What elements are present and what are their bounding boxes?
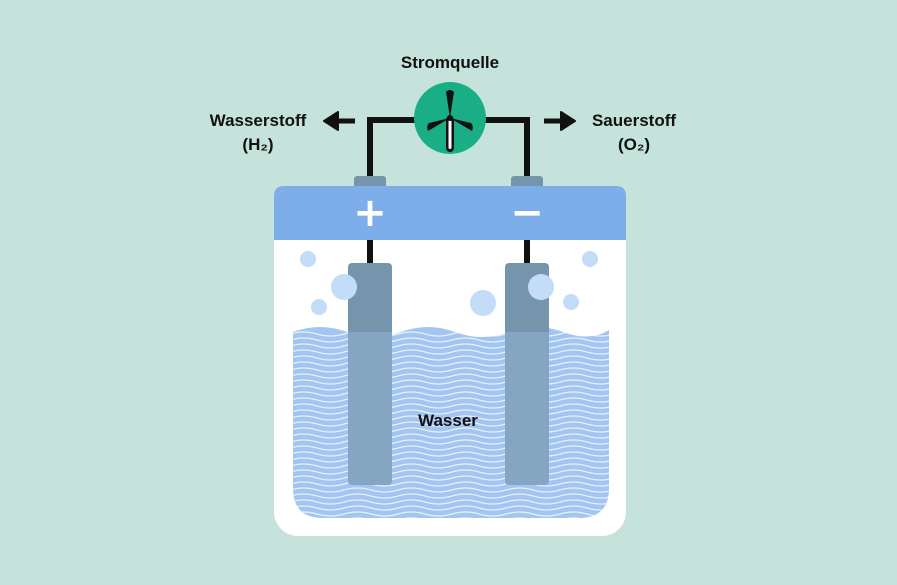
water-wave-line bbox=[293, 391, 609, 397]
oxygen-formula: (O₂) bbox=[618, 135, 650, 154]
water-wave-line bbox=[293, 397, 609, 403]
power-source-label: Stromquelle bbox=[401, 53, 499, 72]
water-wave-line bbox=[293, 463, 609, 469]
water-wave-line bbox=[293, 439, 609, 445]
bubble bbox=[563, 294, 579, 310]
water-wave-line bbox=[293, 361, 609, 367]
bubble bbox=[528, 274, 554, 300]
bubble bbox=[311, 299, 327, 315]
water-wave-line bbox=[293, 385, 609, 391]
water-wave-line bbox=[293, 457, 609, 463]
hydrogen-arrow-icon bbox=[323, 111, 355, 131]
water-wave-line bbox=[293, 415, 609, 421]
left-electrode-submerged bbox=[348, 332, 392, 485]
water-wave-line bbox=[293, 379, 609, 385]
water-wave-line bbox=[293, 355, 609, 361]
water-wave-line bbox=[293, 373, 609, 379]
bubble bbox=[300, 251, 316, 267]
water-wave-line bbox=[293, 505, 609, 511]
water-wave-line bbox=[293, 331, 609, 337]
bubble bbox=[331, 274, 357, 300]
wires bbox=[367, 117, 530, 265]
hydrogen-formula: (H₂) bbox=[242, 135, 273, 154]
water-wave-line bbox=[293, 493, 609, 499]
right-electrode-sign: − bbox=[510, 190, 544, 236]
oxygen-arrow-icon bbox=[544, 111, 576, 131]
water-wave-line bbox=[293, 445, 609, 451]
water-wave-line bbox=[293, 367, 609, 373]
right-electrode bbox=[505, 263, 549, 485]
oxygen-label: Sauerstoff bbox=[592, 111, 676, 130]
bubble bbox=[470, 290, 496, 316]
hydrogen-label: Wasserstoff bbox=[210, 111, 307, 130]
bubble bbox=[582, 251, 598, 267]
vessel-lid bbox=[274, 186, 626, 240]
water-wave-line bbox=[293, 475, 609, 481]
water-wave-line bbox=[293, 499, 609, 505]
water-wave-line bbox=[293, 433, 609, 439]
water-wave-line bbox=[293, 511, 609, 517]
wind-turbine-icon bbox=[427, 90, 473, 152]
water-wave-line bbox=[293, 469, 609, 475]
gas-bubbles bbox=[300, 251, 598, 316]
water-wave-line bbox=[293, 349, 609, 355]
left-electrode bbox=[348, 263, 392, 485]
water-wave-line bbox=[293, 451, 609, 457]
water-body bbox=[293, 327, 609, 518]
water-wave-line bbox=[293, 409, 609, 415]
water-wave-line bbox=[293, 487, 609, 493]
water-wave-line bbox=[293, 337, 609, 343]
water-wave-line bbox=[293, 403, 609, 409]
water-wave-line bbox=[293, 421, 609, 427]
water-wave-line bbox=[293, 427, 609, 433]
right-electrode-submerged bbox=[505, 332, 549, 485]
water-wave-line bbox=[293, 481, 609, 487]
left-electrode-sign: + bbox=[353, 190, 387, 236]
water-wave-line bbox=[293, 343, 609, 349]
water-label: Wasser bbox=[418, 411, 478, 430]
power-source bbox=[414, 82, 486, 154]
